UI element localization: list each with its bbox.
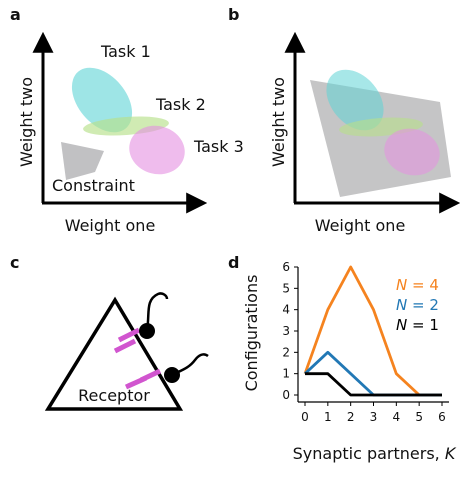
receptor-mark [139,368,162,383]
constraint-region [61,142,104,180]
panel-c: c Receptor [10,253,209,411]
y-tick-label: 0 [282,388,290,402]
panel-b: b Weight one Weight two [228,5,461,235]
legend-n4: N = 4 [396,276,439,294]
x-tick-label: 5 [415,410,423,424]
x-tick-label: 2 [347,410,355,424]
y-tick-label: 1 [282,367,290,381]
synaptic-partner [139,292,169,339]
y-tick-label: 4 [282,303,290,317]
axon-curve [145,292,169,331]
panel-a-label: a [10,5,21,24]
task3-region-b [384,128,440,176]
panel-a: a Task 1 Task 2 Task 3 Constraint Weight… [10,5,244,235]
panel-b-xlabel: Weight one [315,216,406,235]
x-tick-label: 1 [324,410,332,424]
x-tick-label: 6 [438,410,446,424]
task3-label: Task 3 [193,137,244,156]
panel-c-label: c [10,253,19,272]
y-tick-label: 6 [282,260,290,274]
panel-b-ylabel: Weight two [269,77,288,167]
task3-region [129,125,185,175]
y-tick-label: 5 [282,281,290,295]
synaptic-partner [164,353,209,383]
legend-n2: N = 2 [396,296,439,314]
x-tick-label: 3 [370,410,378,424]
task1-region [71,67,133,133]
x-tick-label: 4 [393,410,401,424]
x-tick-label: 0 [301,410,309,424]
y-tick-label: 2 [282,345,290,359]
chart-ylabel: Configurations [242,275,261,392]
y-ticks: 0 1 2 3 4 5 6 [282,260,298,402]
chart-xlabel: Synaptic partners, K [293,444,457,463]
neuron-triangle [44,296,184,411]
panel-b-label: b [228,5,239,24]
task2-label: Task 2 [155,95,206,114]
task1-region-b [326,69,384,131]
synapse-dot [139,323,155,339]
series-line-n1 [305,372,442,397]
panel-d-label: d [228,253,239,272]
receptor-mark [117,327,141,343]
series-lines [303,265,442,397]
panel-a-xlabel: Weight one [65,216,156,235]
constraint-label: Constraint [52,176,135,195]
receptor-marks [113,327,162,390]
chart-legend: N = 4 N = 2 N = 1 [396,276,439,334]
receptor-mark [113,338,137,354]
panel-a-ylabel: Weight two [17,77,36,167]
task1-label: Task 1 [100,42,151,61]
axon-curve [171,353,209,377]
synapse-dot [164,367,180,383]
legend-n1: N = 1 [396,316,439,334]
y-tick-label: 3 [282,324,290,338]
receptor-label: Receptor [78,386,150,405]
